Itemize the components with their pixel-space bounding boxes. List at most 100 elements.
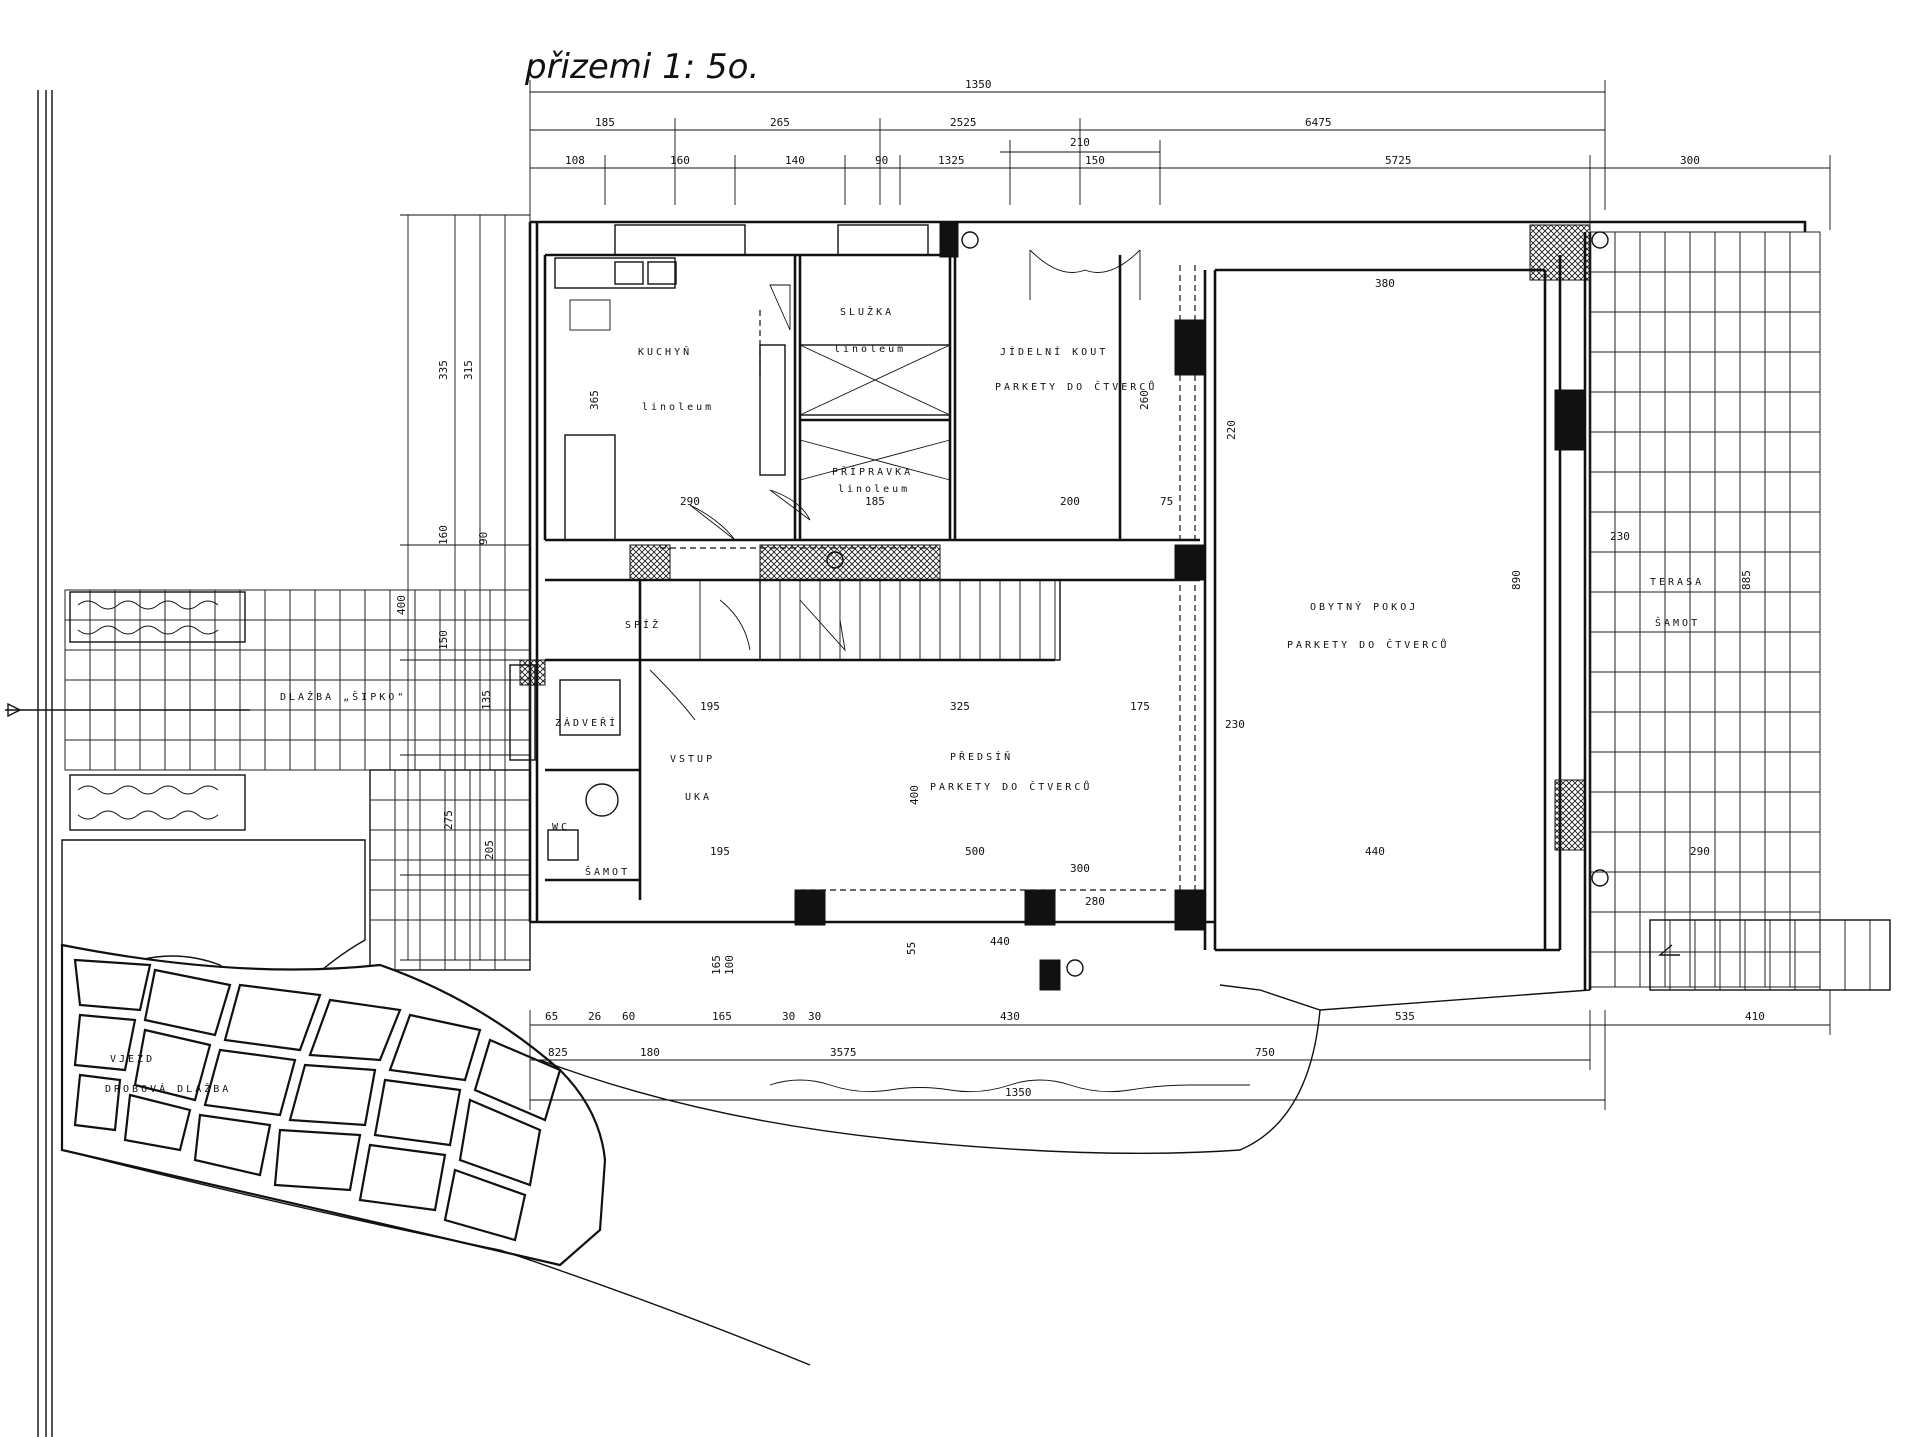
room-label-maid: SLUŽKA	[840, 305, 894, 318]
room-label-wc: WC	[552, 822, 570, 833]
dashed-projection-lines	[660, 265, 1196, 900]
dim-left-315: 315	[462, 360, 475, 380]
room-label-entry: VSTUP	[670, 754, 715, 765]
dim-left-400: 400	[395, 595, 408, 615]
staircase	[759, 579, 1061, 661]
dim-bottom-row1-h: 535	[1395, 1010, 1415, 1023]
room-label-hall: PŘEDSÍŇ	[950, 750, 1013, 763]
dim-top-row2-b: 160	[670, 154, 690, 167]
dim-top-150: 150	[1085, 154, 1105, 167]
room-label-kitchen: KUCHYŇ	[638, 345, 692, 358]
room-floor-maid: linoleum	[834, 344, 906, 355]
dim-top-row1-c: 2525	[950, 116, 977, 129]
dim-terrace-230: 230	[1610, 530, 1630, 543]
paving-label-path: DLAŽBA „ŠIPKO"	[280, 690, 406, 703]
top-dimension-labels: 1350 185 265 2525 6475 108 160 140 90 13…	[565, 78, 1700, 167]
dim-bottom-row1-i: 410	[1745, 1010, 1765, 1023]
dim-left-335: 335	[437, 360, 450, 380]
dim-terrace-290: 290	[1690, 845, 1710, 858]
dim-dining-200: 200	[1060, 495, 1080, 508]
room-floor-kitchen: linoleum	[642, 402, 714, 413]
dim-bottom-row1-b: 26	[588, 1010, 601, 1023]
bottom-dimension-labels: 65 26 60 165 30 30 430 535 410 825 180 3…	[545, 1010, 1765, 1099]
dim-bottom-row1-a: 65	[545, 1010, 558, 1023]
dim-top-row1-a: 185	[595, 116, 615, 129]
dim-hall-300: 300	[1070, 862, 1090, 875]
dim-left-90: 90	[477, 532, 490, 545]
dim-hall-400: 400	[908, 785, 921, 805]
dim-bottom-165: 165	[710, 955, 723, 975]
dim-terrace-885: 885	[1740, 570, 1753, 590]
room-label-living: OBYTNÝ POKOJ	[1310, 600, 1418, 613]
room-floor-living: PARKETY DO ČTVERCŮ	[1287, 638, 1449, 651]
dim-bottom-row2-c: 3575	[830, 1046, 857, 1059]
paving-floor-drive: DROBOVÁ DLAŽBA	[105, 1082, 231, 1095]
room-floor-wc: ŠAMOT	[585, 865, 630, 878]
dim-hall-195: 195	[700, 700, 720, 713]
room-floor-dining: PARKETY DO ČTVERCŮ	[995, 380, 1157, 393]
street-edge-lines	[37, 90, 53, 1437]
wc-fixtures	[509, 231, 1609, 977]
dim-bottom-row2-d: 750	[1255, 1046, 1275, 1059]
dim-living-380: 380	[1375, 277, 1395, 290]
room-floor-terrace: ŠAMOT	[1655, 616, 1700, 629]
dim-entry-195: 195	[710, 845, 730, 858]
dim-bottom-row1-e: 30	[782, 1010, 795, 1023]
building-outline	[528, 220, 1807, 990]
room-label-prep: PŘÍPRAVKA	[832, 465, 913, 478]
dim-bottom-row1-c: 60	[622, 1010, 635, 1023]
dim-bottom-row1-g: 430	[1000, 1010, 1020, 1023]
dim-hall-325: 325	[950, 700, 970, 713]
dim-stair-230: 230	[1225, 718, 1245, 731]
paving-label-drive: VJEZD	[110, 1054, 155, 1065]
solid-columns	[794, 221, 1586, 991]
room-floor-hall: PARKETY DO ČTVERCŮ	[930, 780, 1092, 793]
dim-top-210: 210	[1070, 136, 1090, 149]
interior-dimension-labels: 290 200 75 380 440 290 500 325 195 175 1…	[588, 277, 1753, 975]
dim-bottom-55: 55	[905, 942, 918, 955]
dim-bottom-100: 100	[723, 955, 736, 975]
drawing-title: přizemi 1: 5o.	[524, 47, 759, 87]
kitchen-fixtures	[554, 224, 951, 541]
dim-hall-280: 280	[1085, 895, 1105, 908]
top-dimension-lines	[529, 80, 1831, 230]
dim-bottom-row1-d: 165	[712, 1010, 732, 1023]
dim-top-row1-d: 6475	[1305, 116, 1332, 129]
room-label-terrace: TERASA	[1650, 577, 1704, 588]
room-label-vestibule: ZÁDVEŘÍ	[555, 716, 618, 729]
dim-bottom-row2-a: 825	[548, 1046, 568, 1059]
bottom-dimension-lines	[529, 990, 1831, 1110]
room-label-pantry: SPÍŽ	[625, 618, 661, 631]
dim-hall-500: 500	[965, 845, 985, 858]
dim-top-row2-f: 5725	[1385, 154, 1412, 167]
dim-top-row2-e: 1325	[938, 154, 965, 167]
dim-living-440: 440	[1365, 845, 1385, 858]
dim-dining-75: 75	[1160, 495, 1173, 508]
room-label-dining: JÍDELNÍ KOUT	[1000, 345, 1108, 358]
dim-left-135: 135	[480, 690, 493, 710]
dim-top-row2-a: 108	[565, 154, 585, 167]
dim-left-160: 160	[437, 525, 450, 545]
left-dimension-lines	[400, 214, 530, 961]
dim-left-205: 205	[483, 840, 496, 860]
room-floor-prep: linoleum	[838, 484, 910, 495]
dim-kitchen-290: 290	[680, 495, 700, 508]
entrance-path-tiles	[5, 589, 531, 971]
dim-top-total: 1350	[965, 78, 992, 91]
stone-driveway	[60, 943, 607, 1267]
dim-hall-175: 175	[1130, 700, 1150, 713]
dim-bottom-total: 1350	[1005, 1086, 1032, 1099]
dim-left-150: 150	[437, 630, 450, 650]
dim-living-890: 890	[1510, 570, 1523, 590]
dim-dining-220: 220	[1225, 420, 1238, 440]
dim-top-row1-b: 265	[770, 116, 790, 129]
dim-top-row2-g: 300	[1680, 154, 1700, 167]
door-swings	[649, 249, 1141, 721]
dim-kitchen-365: 365	[588, 390, 601, 410]
dim-left-275: 275	[442, 810, 455, 830]
dim-bottom-row2-b: 180	[640, 1046, 660, 1059]
dim-bottom-row1-f: 30	[808, 1010, 821, 1023]
room-labels: KUCHYŇ linoleum SLUŽKA linoleum JÍDELNÍ …	[105, 305, 1704, 1095]
hatched-blocks	[519, 224, 1591, 851]
